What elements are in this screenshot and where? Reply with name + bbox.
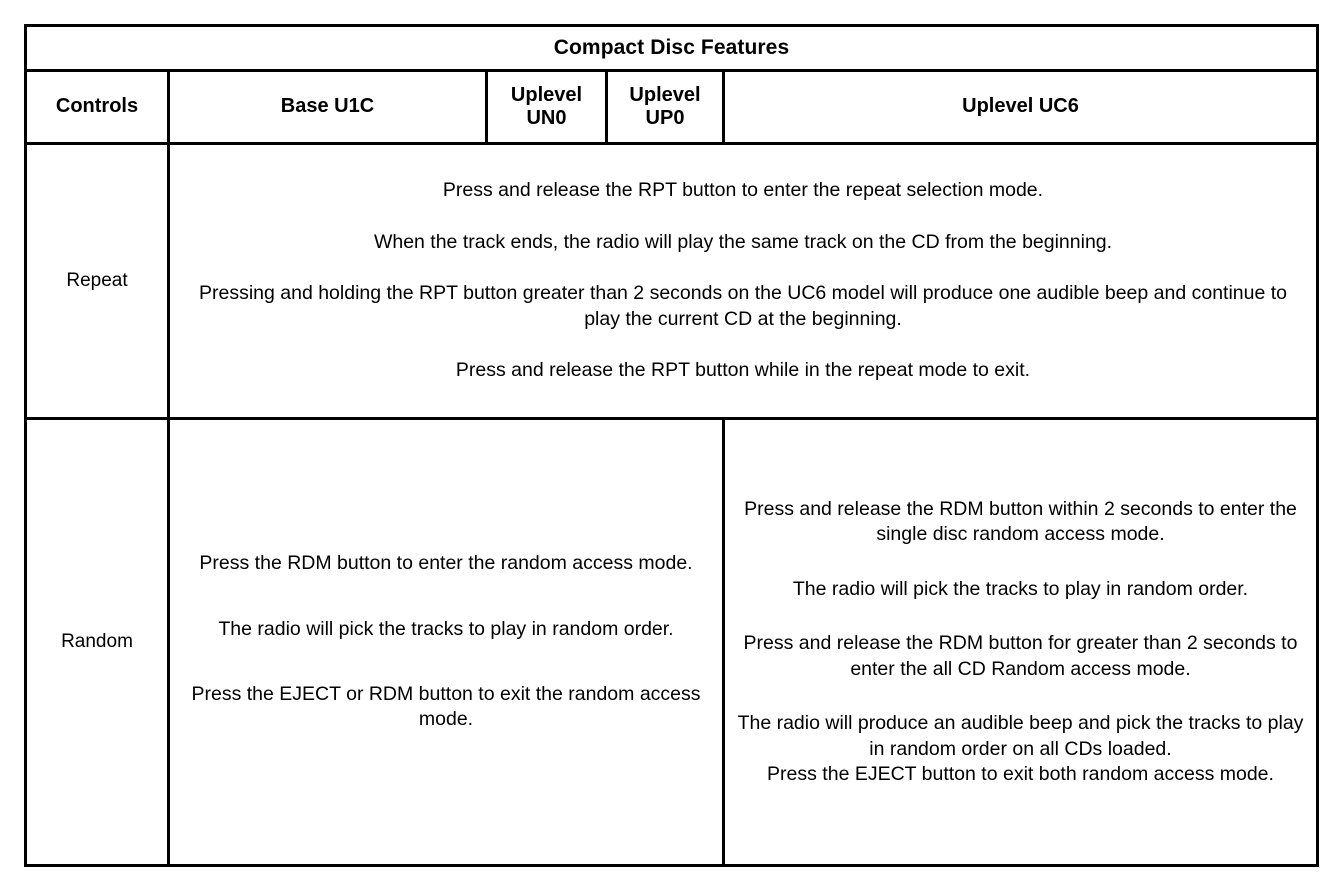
paragraph: Press the RDM button to enter the random… (199, 552, 693, 575)
column-header-uplevel-un0-line1: Uplevel (510, 83, 583, 106)
column-header-uplevel-un0-line2: UN0 (526, 107, 567, 129)
cell-repeat-all-models: Press and release the RPT button to ente… (167, 142, 1319, 420)
paragraph: The radio will pick the tracks to play i… (218, 617, 674, 640)
cell-random-base-u1c-un0-up0: Press the RDM button to enter the random… (167, 417, 725, 867)
paragraph: The radio will produce an audible beep a… (737, 712, 1304, 760)
cell-random-uplevel-uc6: Press and release the RDM button within … (722, 417, 1319, 867)
column-header-uplevel-un0: Uplevel UN0 (485, 69, 608, 145)
paragraph: Press and release the RPT button while i… (455, 359, 1031, 382)
table-title-row: Compact Disc Features (24, 24, 1319, 72)
paragraph: Press and release the RPT button to ente… (442, 179, 1044, 202)
column-header-base-u1c: Base U1C (167, 69, 488, 145)
control-label-random: Random (24, 417, 170, 867)
paragraph: Press the EJECT button to exit both rand… (767, 762, 1274, 785)
paragraph: Press and release the RDM button for gre… (743, 632, 1298, 680)
table-header-row: Controls Base U1C Uplevel UN0 Uplevel UP… (24, 69, 1319, 145)
table-row: Repeat Press and release the RPT button … (24, 142, 1319, 420)
column-header-uplevel-uc6: Uplevel UC6 (722, 69, 1319, 145)
compact-disc-features-table: Compact Disc Features Controls Base U1C … (24, 24, 1319, 867)
column-header-uplevel-up0-line2: UP0 (645, 107, 685, 129)
paragraph: Press the EJECT or RDM button to exit th… (191, 682, 701, 731)
column-header-uplevel-up0: Uplevel UP0 (605, 69, 725, 145)
paragraph: The radio will pick the tracks to play i… (792, 577, 1249, 600)
table-row: Random Press the RDM button to enter the… (24, 417, 1319, 867)
control-label-repeat: Repeat (24, 142, 170, 420)
column-header-uplevel-up0-line1: Uplevel (629, 83, 701, 106)
table-title: Compact Disc Features (24, 24, 1319, 72)
column-header-controls: Controls (24, 69, 170, 145)
paragraph: When the track ends, the radio will play… (373, 230, 1113, 253)
paragraph: Pressing and holding the RPT button grea… (198, 282, 1288, 330)
paragraph: Press and release the RDM button within … (744, 497, 1297, 546)
